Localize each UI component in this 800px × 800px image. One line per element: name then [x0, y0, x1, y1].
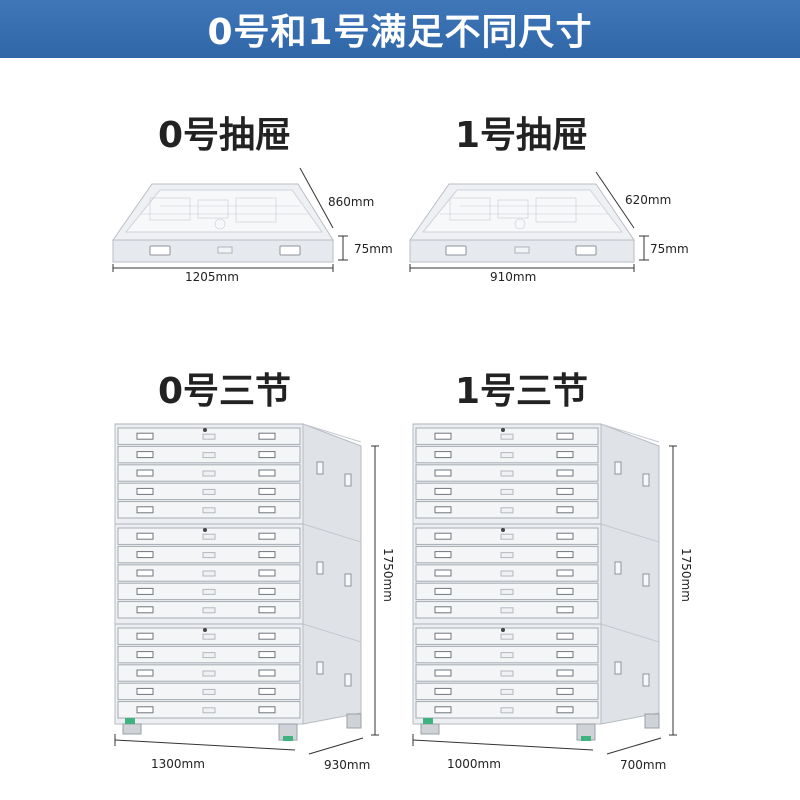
cabinet0-heading: 0号三节 [158, 371, 292, 412]
drawer1-dimension-lines [409, 171, 649, 272]
cabinet1-dimension-lines [412, 445, 677, 755]
drawer0-dimension-lines [112, 167, 348, 272]
drawer1-width-label: 910mm [490, 270, 537, 284]
banner-title: 0号和1号满足不同尺寸 [207, 12, 593, 53]
drawer1-depth-label: 620mm [625, 193, 672, 207]
title-banner: 0号和1号满足不同尺寸 [0, 0, 800, 58]
drawer0-width-label: 1205mm [185, 270, 239, 284]
cabinet0-height-label: 1750mm [381, 548, 395, 602]
cabinet1-image [412, 423, 660, 741]
cabinet0-depth-label: 930mm [324, 758, 371, 772]
cabinet0-width-label: 1300mm [151, 757, 205, 771]
cabinet1-height-label: 1750mm [679, 548, 693, 602]
drawer1-image [409, 183, 635, 263]
drawer1-height-label: 75mm [650, 242, 689, 256]
cabinet1-width-label: 1000mm [447, 757, 501, 771]
drawer0-image [112, 183, 334, 263]
drawer0-heading: 0号抽屉 [158, 115, 292, 156]
cabinet1-depth-label: 700mm [620, 758, 667, 772]
cabinet1-heading: 1号三节 [455, 371, 589, 412]
drawer1-heading: 1号抽屉 [455, 115, 589, 156]
drawer0-height-label: 75mm [354, 242, 393, 256]
drawer0-depth-label: 860mm [328, 195, 375, 209]
cabinet0-image [114, 423, 362, 741]
cabinet0-dimension-lines [114, 445, 379, 755]
